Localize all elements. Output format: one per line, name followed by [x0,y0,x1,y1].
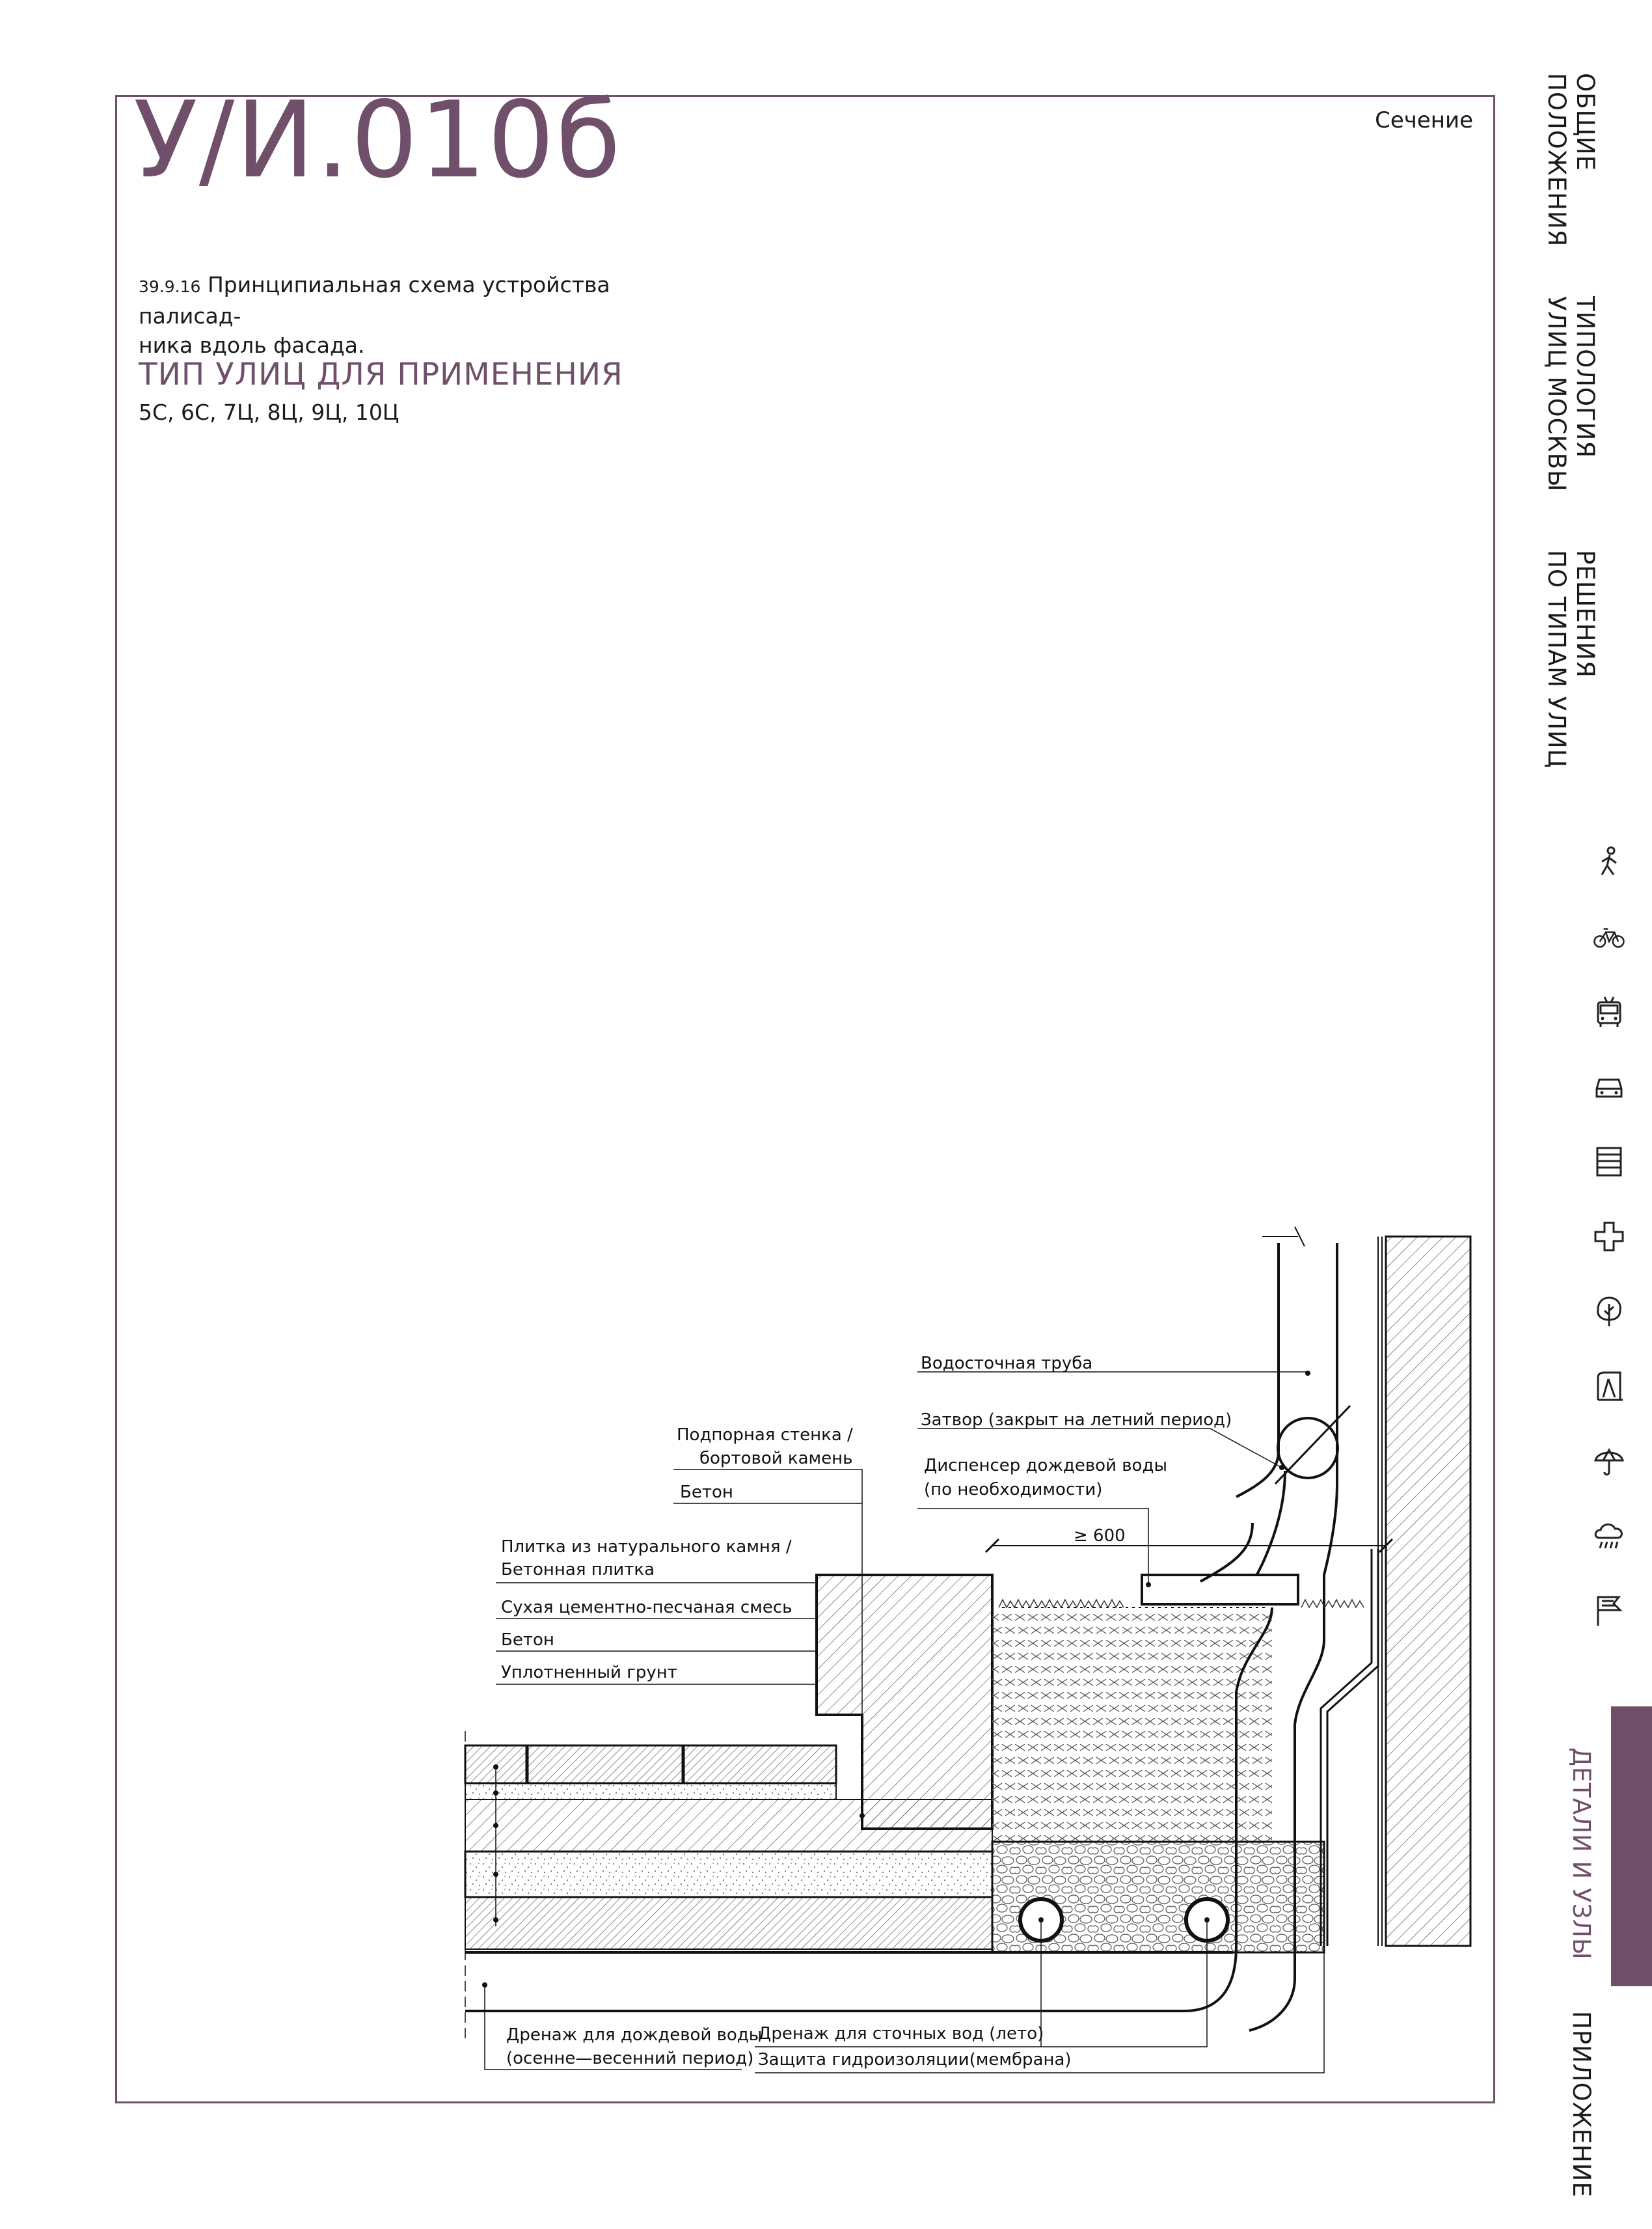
nav-details[interactable]: ДЕТАЛИ И УЗЛЫ [1567,1747,1595,1960]
nav-active-marker [1611,1706,1652,1986]
view-label: Сечение [1375,107,1473,133]
pharmacy-cross-icon[interactable] [1593,1220,1625,1253]
label-retaining-2: бортовой камень [699,1449,853,1468]
label-membrane: Защита гидроизоляции(мембрана) [758,2050,1072,2070]
label-tile-2: Бетонная плитка [501,1560,655,1579]
trolleybus-icon[interactable] [1593,996,1625,1028]
description: 39.9.16 Принципиальная схема устройства … [139,270,711,360]
pedestrian-icon[interactable] [1593,846,1625,879]
nav-solutions-line1: РЕШЕНИЯ [1571,550,1599,678]
sheet-code: У/И.010б [133,79,623,202]
figure-number: 39.9.16 [139,277,201,296]
tree-icon[interactable] [1593,1295,1625,1328]
label-concrete-top: Бетон [680,1483,733,1502]
bicycle-icon[interactable] [1593,921,1625,953]
description-line2: ника вдоль фасада. [139,333,365,358]
nav-appendix[interactable]: ПРИЛОЖЕНИЕ [1567,2011,1595,2198]
label-downpipe: Водосточная труба [921,1354,1093,1373]
label-retaining-1: Подпорная стенка / [677,1425,853,1445]
bus-stop-icon[interactable] [1593,1370,1625,1402]
nav-details-label: ДЕТАЛИ И УЗЛЫ [1567,1747,1595,1960]
label-drain-rain-1: Дренаж для дождевой воды [506,2025,763,2045]
nav-general-line2: ПОЛОЖЕНИЯ [1543,73,1571,247]
nav-general-line1: ОБЩИЕ [1571,73,1599,172]
label-drain-sewer: Дренаж для сточных вод (лето) [758,2024,1044,2044]
label-soil: Уплотненный грунт [501,1663,677,1682]
nav-solutions[interactable]: РЕШЕНИЯ ПО ТИПАМ УЛИЦ [1542,550,1599,769]
car-icon[interactable] [1593,1071,1625,1103]
description-line1: Принципиальная схема устройства палисад- [139,272,610,329]
label-concrete: Бетон [501,1630,554,1650]
label-drain-rain-2: (осенне—весенний период) [506,2049,754,2068]
page-frame [115,95,1495,2103]
flag-icon[interactable] [1593,1594,1625,1627]
label-dispenser-1: Диспенсер дождевой воды [924,1456,1167,1475]
nav-typology-line2: УЛИЦ МОСКВЫ [1543,296,1571,492]
label-dispenser-2: (по необходимости) [924,1480,1103,1499]
nav-typology[interactable]: ТИПОЛОГИЯ УЛИЦ МОСКВЫ [1542,296,1599,492]
street-types: 5С, 6С, 7Ц, 8Ц, 9Ц, 10Ц [139,400,399,425]
nav-typology-line1: ТИПОЛОГИЯ [1571,296,1599,459]
rain-cloud-icon[interactable] [1593,1520,1625,1552]
label-tile-1: Плитка из натурального камня / [501,1537,792,1557]
umbrella-icon[interactable] [1593,1445,1625,1477]
stripes-icon[interactable] [1593,1145,1625,1178]
label-dry-mix: Сухая цементно-песчаная смесь [501,1598,792,1617]
nav-general[interactable]: ОБЩИЕ ПОЛОЖЕНИЯ [1542,73,1599,247]
label-shutter: Затвор (закрыт на летний период) [921,1410,1232,1430]
nav-solutions-line2: ПО ТИПАМ УЛИЦ [1543,550,1571,769]
nav-appendix-label: ПРИЛОЖЕНИЕ [1567,2011,1595,2198]
application-heading: ТИП УЛИЦ ДЛЯ ПРИМЕНЕНИЯ [139,357,623,392]
label-dimension: ≥ 600 [1074,1526,1126,1546]
